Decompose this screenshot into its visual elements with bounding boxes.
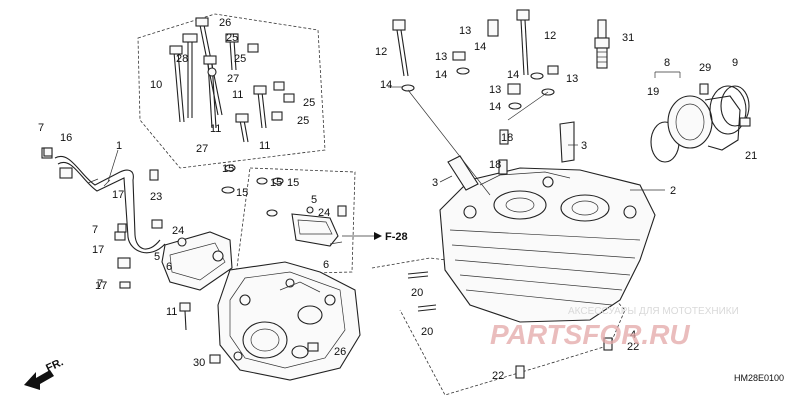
callout-28: 28 bbox=[176, 53, 188, 65]
callout-20b: 20 bbox=[421, 326, 433, 338]
callout-12a: 12 bbox=[375, 46, 387, 58]
callout-6b: 6 bbox=[323, 259, 329, 271]
callout-31: 31 bbox=[622, 32, 634, 44]
front-direction-arrow: FR. bbox=[24, 356, 65, 390]
callout-27b: 27 bbox=[227, 73, 239, 85]
callout-15d: 15 bbox=[287, 177, 299, 189]
watermark-logo: PARTSFOR.RU bbox=[490, 319, 690, 350]
callout-3b: 3 bbox=[581, 140, 587, 152]
callout-17b: 17 bbox=[92, 244, 104, 256]
intake-insulator bbox=[650, 83, 751, 163]
callout-13a: 13 bbox=[459, 25, 471, 37]
callout-25c: 25 bbox=[297, 115, 309, 127]
callout-5b: 5 bbox=[311, 194, 317, 206]
callout-13b: 13 bbox=[435, 51, 447, 63]
stud-bolts bbox=[169, 17, 295, 143]
callout-14c: 14 bbox=[435, 69, 447, 81]
callout-11b: 11 bbox=[210, 123, 221, 135]
callout-24b: 24 bbox=[318, 207, 330, 219]
callout-2: 2 bbox=[670, 185, 676, 197]
callout-21: 21 bbox=[745, 150, 757, 162]
callout-1: 1 bbox=[116, 140, 122, 152]
callout-15b: 15 bbox=[236, 187, 248, 199]
front-direction-label: FR. bbox=[44, 356, 65, 374]
callout-17a: 17 bbox=[112, 189, 124, 201]
callout-11d: 11 bbox=[166, 306, 177, 318]
watermark-tagline: АКСЕССУАРЫ ДЛЯ МОТОТЕХНИКИ bbox=[568, 306, 739, 317]
washers-and-nuts bbox=[43, 19, 559, 289]
head-side-cover-right bbox=[291, 206, 339, 247]
callout-10: 10 bbox=[150, 79, 162, 91]
callout-19: 19 bbox=[647, 86, 659, 98]
watermark: АКСЕССУАРЫ ДЛЯ МОТОТЕХНИКИ PARTSFOR.RU bbox=[490, 306, 739, 350]
callout-13d: 13 bbox=[489, 84, 501, 96]
reference-label: F-28 bbox=[385, 231, 408, 243]
callout-6a: 6 bbox=[166, 261, 172, 273]
callout-12b: 12 bbox=[544, 30, 556, 42]
cover-group-outline bbox=[235, 167, 356, 276]
head-long-bolts bbox=[392, 9, 530, 77]
callout-7b: 7 bbox=[92, 224, 98, 236]
callout-14a: 14 bbox=[380, 79, 392, 91]
callout-26a: 26 bbox=[219, 17, 231, 29]
callout-27a: 27 bbox=[196, 143, 208, 155]
callout-15c: 15 bbox=[270, 177, 282, 189]
callout-25d: 25 bbox=[226, 32, 238, 44]
cylinder-head bbox=[439, 167, 656, 323]
callout-14b: 14 bbox=[474, 41, 486, 53]
callout-13c: 13 bbox=[566, 73, 578, 85]
small-bolts bbox=[117, 205, 347, 364]
leader-lines bbox=[107, 71, 681, 245]
callout-18a: 18 bbox=[501, 132, 513, 144]
callout-25a: 25 bbox=[234, 53, 246, 65]
dowel-pins-and-pipes bbox=[407, 121, 613, 379]
callout-30: 30 bbox=[193, 357, 205, 369]
spark-plug bbox=[594, 19, 610, 69]
upper-bolt-group-outline bbox=[137, 13, 326, 169]
callout-26b: 26 bbox=[334, 346, 346, 358]
diagram-code: HM28E0100 bbox=[734, 373, 784, 383]
callout-20a: 20 bbox=[411, 287, 423, 299]
callout-11a: 11 bbox=[232, 89, 243, 101]
callout-labels: 1 2 3 3 4 5 5 6 6 7 7 7 8 9 10 11 11 11 … bbox=[38, 17, 757, 382]
head-side-cover-left bbox=[161, 231, 233, 291]
callout-11c: 11 bbox=[259, 140, 270, 152]
reference-arrow: F-28 bbox=[342, 231, 408, 243]
callout-7c: 7 bbox=[97, 278, 103, 290]
callout-7a: 7 bbox=[38, 122, 44, 134]
callout-4: 4 bbox=[630, 329, 636, 341]
callout-9: 9 bbox=[732, 57, 738, 69]
callout-22b: 22 bbox=[492, 370, 504, 382]
callout-5a: 5 bbox=[154, 251, 160, 263]
callout-24a: 24 bbox=[172, 225, 184, 237]
callout-14d: 14 bbox=[507, 69, 519, 81]
callout-18b: 18 bbox=[489, 159, 501, 171]
callout-29: 29 bbox=[699, 62, 711, 74]
callout-25b: 25 bbox=[303, 97, 315, 109]
callout-8: 8 bbox=[664, 57, 670, 69]
callout-3a: 3 bbox=[432, 177, 438, 189]
callout-14e: 14 bbox=[489, 101, 501, 113]
callout-17c: 17 bbox=[95, 280, 107, 292]
callout-23: 23 bbox=[150, 191, 162, 203]
callout-15a: 15 bbox=[222, 163, 234, 175]
cam-holder bbox=[217, 261, 361, 381]
callout-16: 16 bbox=[60, 132, 72, 144]
callout-22a: 22 bbox=[627, 341, 639, 353]
breather-pipe bbox=[41, 147, 166, 269]
